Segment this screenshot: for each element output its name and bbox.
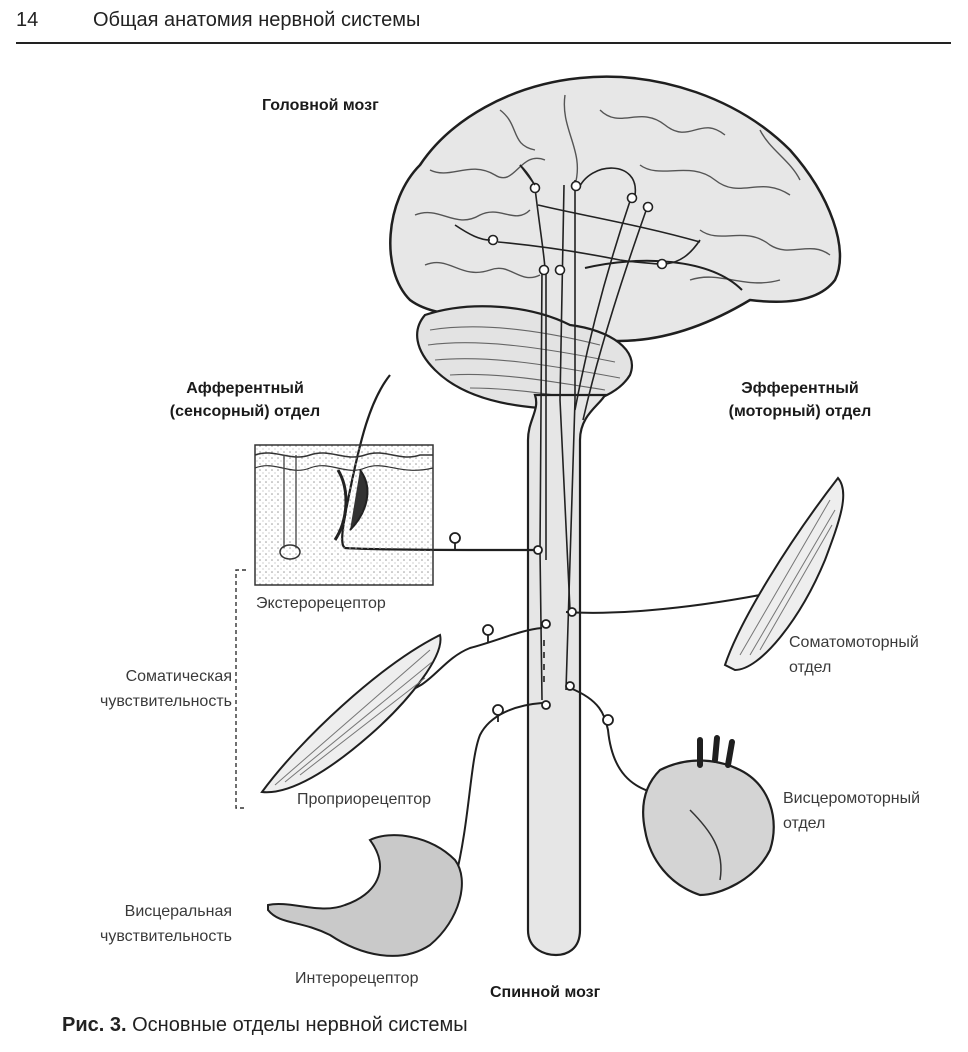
afferent-label-line2: (сенсорный) отдел (169, 403, 321, 420)
afferent-label-line1: Афферентный (186, 380, 304, 397)
proprioceptor-label: Проприорецептор (297, 791, 431, 808)
somatic-sensitivity-label-line2: чувствительность (99, 693, 232, 710)
header-rule (16, 42, 951, 44)
skin-section-illustration (254, 444, 434, 586)
figure-caption: Рис. 3. Основные отделы нервной системы (62, 1014, 468, 1037)
skeletal-muscle-illustration (723, 476, 845, 672)
proprioceptor-muscle-illustration (260, 633, 442, 794)
exteroceptor-label: Экстерорецептор (256, 595, 386, 612)
stomach-illustration (267, 834, 463, 957)
efferent-label-line2: (моторный) отдел (728, 403, 872, 420)
figure-caption-prefix: Рис. 3. (62, 1014, 127, 1036)
visceral-sensitivity-label-line1: Висцеральная (124, 903, 232, 920)
running-header-title: Общая анатомия нервной системы (93, 9, 421, 31)
cerebrum-illustration (389, 75, 842, 343)
visceromotor-label-line2: отдел (783, 815, 826, 832)
synapse-knobs (449, 532, 614, 726)
visceromotor-label-line1: Висцеромоторный (783, 790, 921, 807)
visceral-sensitivity-label-line2: чувствительность (99, 928, 232, 945)
somatomotor-label-line2: отдел (789, 659, 832, 676)
somatomotor-label-line1: Соматомоторный (789, 634, 919, 651)
spinal-cord-label: Спинной мозг (490, 984, 601, 1001)
efferent-label-line1: Эфферентный (741, 380, 859, 397)
cortical-neurons (487, 180, 668, 276)
heart-illustration (642, 735, 775, 897)
page-number: 14 (16, 9, 39, 31)
somatic-sensitivity-label-line1: Соматическая (125, 668, 232, 685)
interoceptor-label: Интерорецептор (295, 970, 419, 987)
figure-caption-text: Основные отделы нервной системы (132, 1014, 468, 1036)
cerebellum-illustration (416, 305, 633, 410)
brain-label: Головной мозг (262, 97, 379, 114)
